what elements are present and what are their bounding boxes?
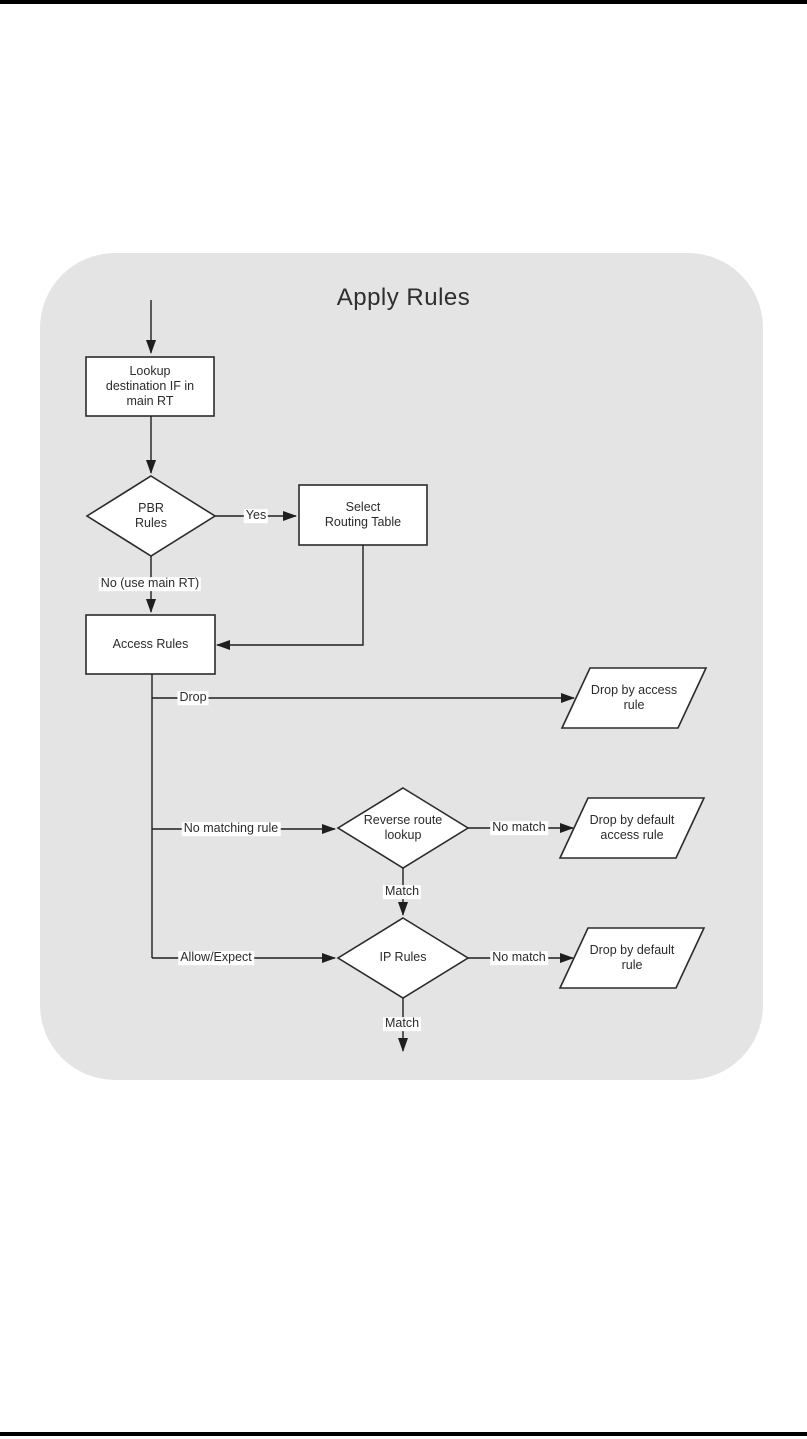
node-reverse-route-lookup-label: Reverse route lookup [363,812,443,842]
node-drop-by-default-access-rule-label: Drop by default access rule [589,812,675,842]
edge-label-no-matching-rule: No matching rule [181,821,281,836]
edge-label-no-match-reverse: No match [490,820,548,835]
edge-label-match-reverse: Match [382,884,422,899]
edge-label-yes: Yes [243,508,269,523]
node-drop-by-access-rule-label: Drop by access rule [590,682,678,712]
node-lookup-destination-label: Lookup destination IF in main RT [105,363,195,409]
page-top-rule [0,0,807,4]
diagram-title: Apply Rules [336,284,471,311]
page-bottom-rule [0,1432,807,1436]
edge-label-no-match-ip: No match [490,950,548,965]
edge-label-allow-expect: Allow/Expect [178,950,254,965]
edge-label-drop: Drop [177,690,209,705]
node-select-routing-table-label: Select Routing Table [324,499,402,529]
node-ip-rules-label: IP Rules [379,950,427,965]
node-drop-by-default-rule-label: Drop by default rule [589,942,675,972]
node-pbr-rules-label: PBR Rules [135,500,167,530]
edge-label-no-use-main-rt: No (use main RT) [98,576,202,591]
edge-label-match-ip: Match [382,1016,422,1031]
node-access-rules-label: Access Rules [112,636,189,651]
